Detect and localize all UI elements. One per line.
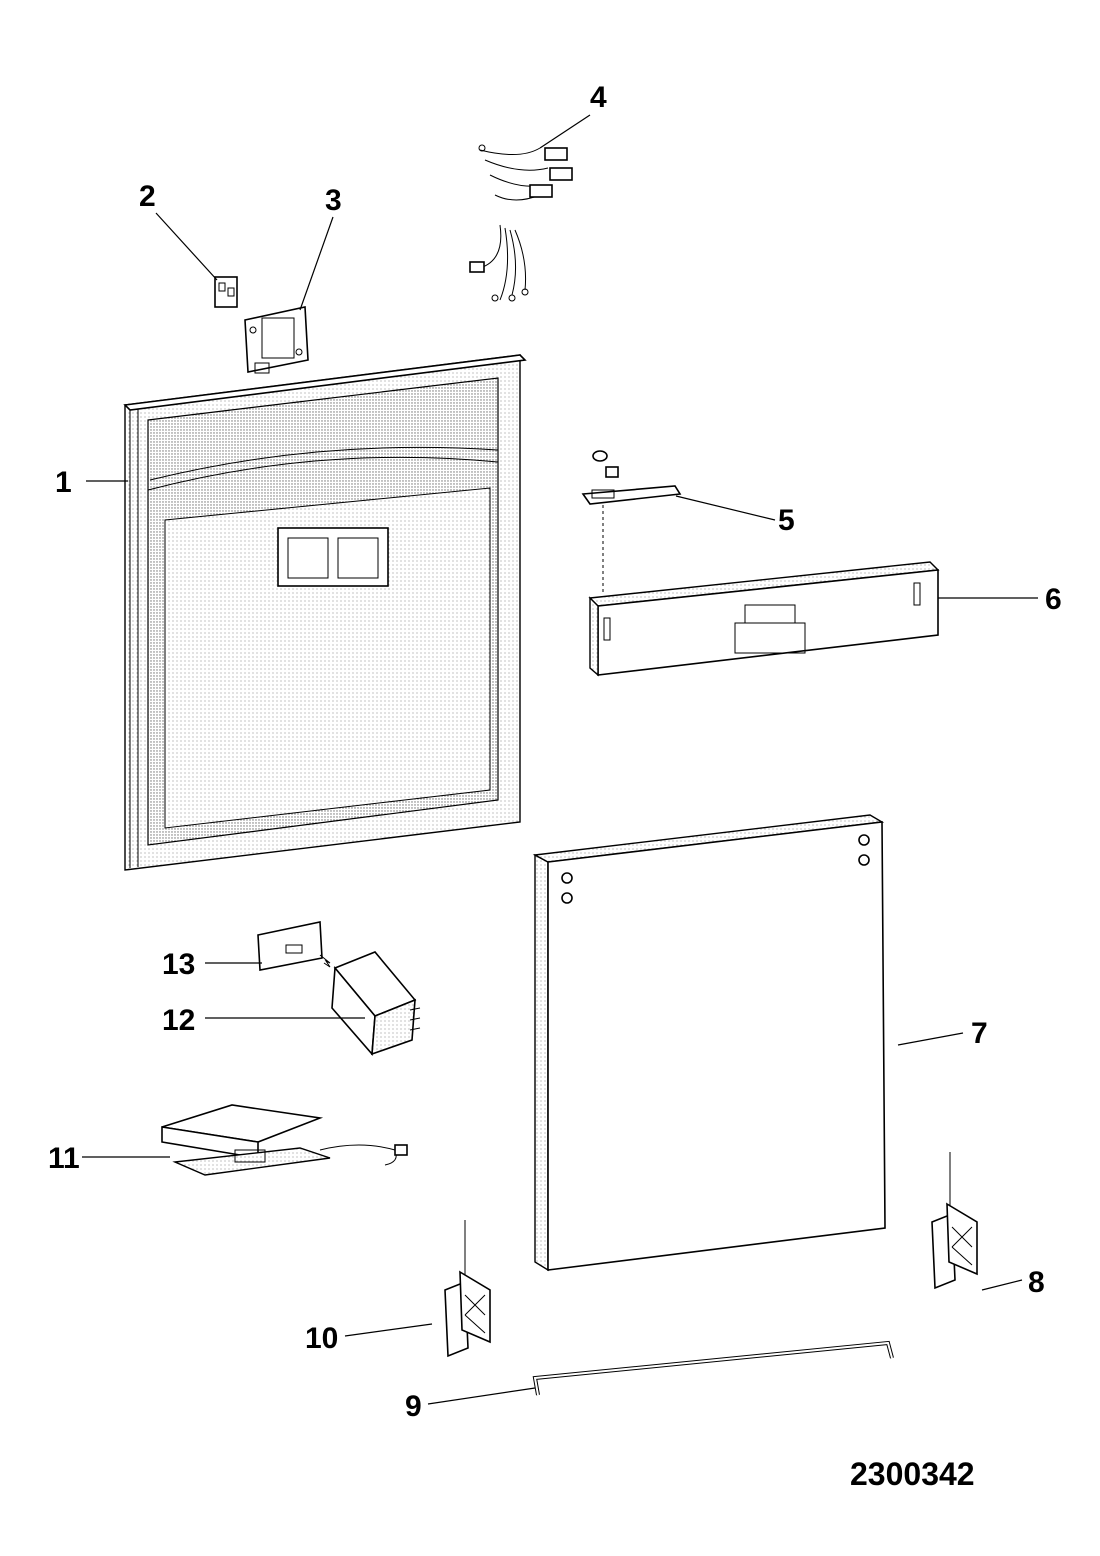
callout-1: 1: [55, 466, 72, 499]
electronic-module: [331, 951, 421, 1056]
callout-9: 9: [405, 1390, 422, 1423]
callout-labels: 1 2 3 4 5 6 7 8 9 10 11 12 13 2300342: [48, 81, 1062, 1492]
control-board: [161, 1104, 408, 1176]
callout-11: 11: [48, 1142, 80, 1175]
latch-clip: [214, 276, 238, 308]
right-door-hinge: [931, 1152, 978, 1290]
control-panel: [588, 561, 940, 677]
callout-6: 6: [1045, 583, 1062, 616]
leader-lines: [82, 114, 1038, 1405]
callout-12: 12: [162, 1004, 195, 1037]
callout-3: 3: [325, 184, 342, 217]
rating-label: [257, 921, 331, 971]
callout-8: 8: [1028, 1266, 1045, 1299]
button-strip: [581, 450, 682, 595]
callout-2: 2: [139, 180, 156, 213]
left-door-hinge: [444, 1220, 491, 1358]
callout-13: 13: [162, 948, 195, 981]
inner-door-panel: [123, 354, 527, 871]
callout-5: 5: [778, 504, 795, 537]
outer-door-panel: [532, 814, 886, 1272]
wiring-harness: [469, 144, 573, 302]
connecting-rod: [532, 1340, 894, 1396]
door-lock-bracket: [244, 306, 309, 374]
callout-7: 7: [971, 1017, 988, 1050]
diagram-reference-number: 2300342: [850, 1456, 975, 1492]
callout-10: 10: [305, 1322, 338, 1355]
callout-4: 4: [590, 81, 607, 114]
